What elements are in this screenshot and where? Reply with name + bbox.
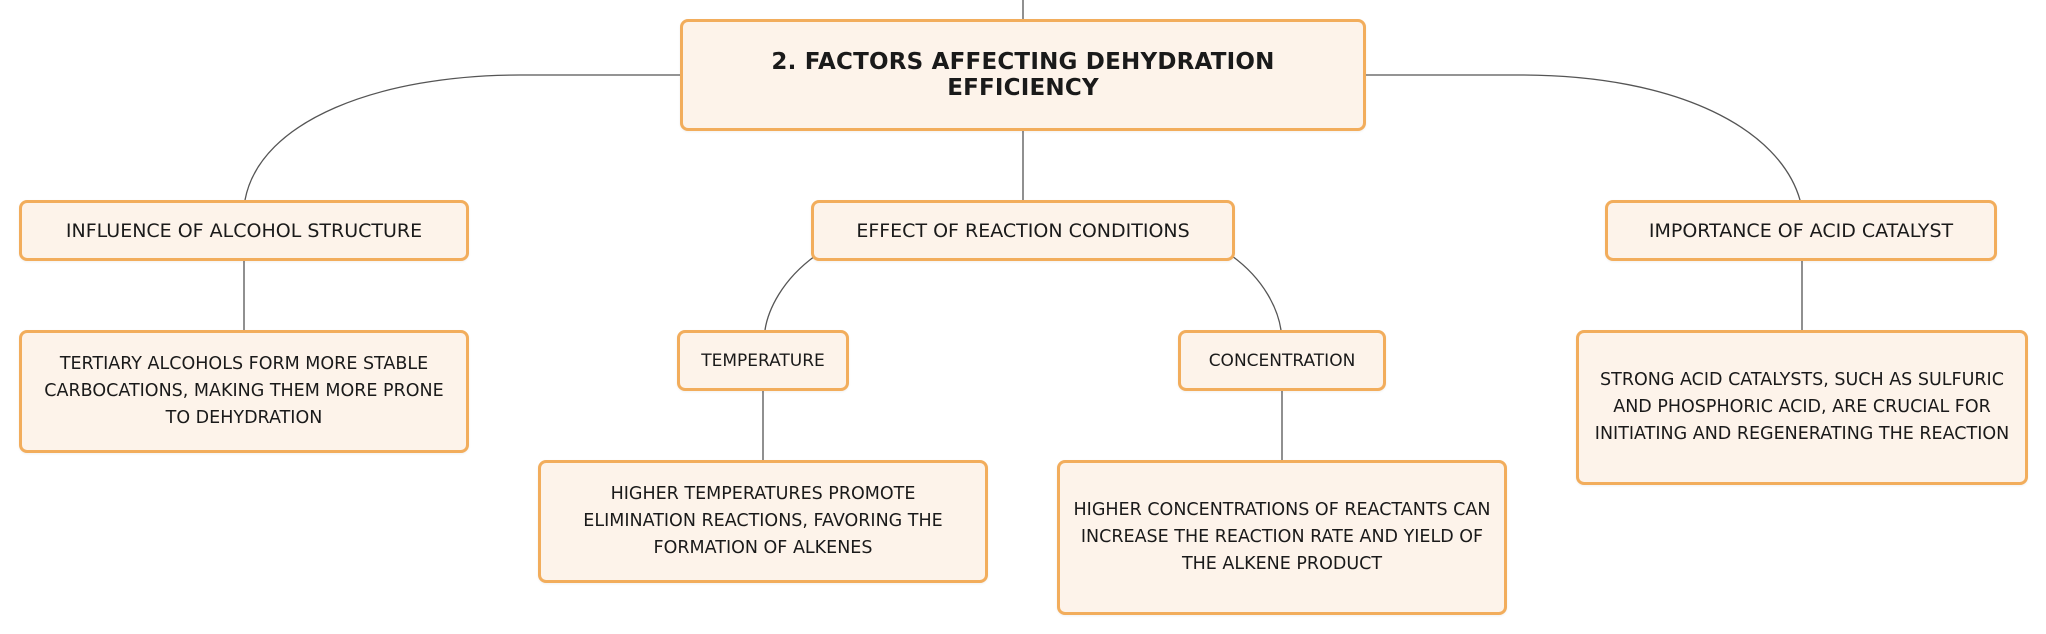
detail-node-text: HIGHER TEMPERATURES PROMOTE ELIMINATION … bbox=[583, 484, 943, 558]
detail-node-text: STRONG ACID CATALYSTS, SUCH AS SULFURIC … bbox=[1594, 370, 2010, 444]
root-node-label: 2. FACTORS AFFECTING DEHYDRATION EFFICIE… bbox=[771, 49, 1275, 101]
detail-node-text: HIGHER CONCENTRATIONS OF REACTANTS CAN I… bbox=[1073, 500, 1491, 574]
detail-node-concentration[interactable]: HIGHER CONCENTRATIONS OF REACTANTS CAN I… bbox=[1057, 460, 1507, 615]
detail-node-text: TERTIARY ALCOHOLS FORM MORE STABLE CARBO… bbox=[44, 354, 444, 428]
sub-node-label: TEMPERATURE bbox=[701, 350, 825, 371]
sub-node-temperature[interactable]: TEMPERATURE bbox=[677, 330, 849, 391]
branch-node-label: INFLUENCE OF ALCOHOL STRUCTURE bbox=[65, 219, 423, 242]
connector-reaction-conditions-to-temperature bbox=[764, 255, 816, 331]
connector-reaction-conditions-to-concentration bbox=[1231, 255, 1282, 331]
branch-node-alcohol-structure[interactable]: INFLUENCE OF ALCOHOL STRUCTURE bbox=[19, 200, 469, 261]
detail-node-alcohol-structure[interactable]: TERTIARY ALCOHOLS FORM MORE STABLE CARBO… bbox=[19, 330, 469, 453]
sub-node-concentration[interactable]: CONCENTRATION bbox=[1178, 330, 1386, 391]
connector-root-to-alcohol-structure bbox=[244, 74, 680, 201]
detail-node-acid-catalyst[interactable]: STRONG ACID CATALYSTS, SUCH AS SULFURIC … bbox=[1576, 330, 2028, 485]
detail-node-temperature[interactable]: HIGHER TEMPERATURES PROMOTE ELIMINATION … bbox=[538, 460, 988, 583]
branch-node-reaction-conditions[interactable]: EFFECT OF REACTION CONDITIONS bbox=[811, 200, 1235, 261]
connector-root-to-acid-catalyst bbox=[1366, 74, 1801, 201]
branch-node-label: IMPORTANCE OF ACID CATALYST bbox=[1648, 219, 1954, 242]
branch-node-acid-catalyst[interactable]: IMPORTANCE OF ACID CATALYST bbox=[1605, 200, 1997, 261]
branch-node-label: EFFECT OF REACTION CONDITIONS bbox=[856, 219, 1190, 242]
root-node[interactable]: 2. FACTORS AFFECTING DEHYDRATION EFFICIE… bbox=[680, 19, 1366, 131]
sub-node-label: CONCENTRATION bbox=[1208, 350, 1356, 371]
